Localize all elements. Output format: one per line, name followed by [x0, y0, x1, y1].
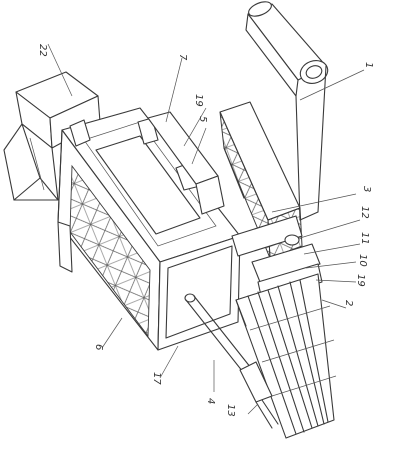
ejector-rod — [184, 293, 279, 429]
callout-22: 22 — [37, 44, 48, 57]
leader-lines — [47, 43, 365, 415]
ram-housing — [147, 111, 225, 215]
callout-7: 7 — [177, 54, 188, 61]
callout-19-bottom: 19 — [355, 274, 366, 287]
callout-19-top: 19 — [193, 94, 204, 107]
belt-conveyor-1 — [245, 1, 329, 221]
callouts: 22 7 19 5 1 3 12 11 10 19 2 6 17 4 13 — [37, 44, 374, 417]
callout-10: 10 — [357, 254, 368, 267]
press-body — [57, 107, 241, 351]
callout-13: 13 — [225, 404, 236, 417]
callout-3: 3 — [361, 186, 372, 192]
callout-11: 11 — [359, 232, 370, 245]
callout-5: 5 — [197, 116, 208, 122]
callout-6: 6 — [93, 344, 104, 350]
callout-1: 1 — [363, 62, 374, 68]
callout-12: 12 — [359, 206, 370, 219]
callout-2: 2 — [343, 300, 354, 306]
callout-17: 17 — [151, 372, 162, 385]
callout-4: 4 — [205, 398, 216, 404]
output-rails-2 — [235, 273, 337, 439]
hopper-22 — [3, 71, 101, 201]
